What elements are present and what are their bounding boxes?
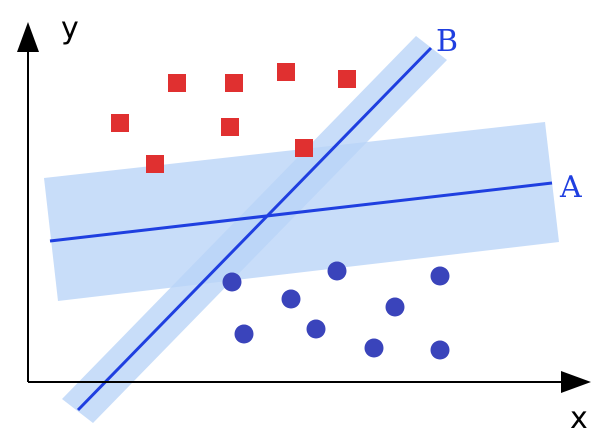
circle-point [385, 297, 405, 317]
square-point [221, 118, 239, 136]
circle-point [327, 261, 347, 281]
circle-point [222, 272, 242, 292]
line-a [49, 181, 553, 243]
square-point [146, 155, 164, 173]
line-a-label: A [559, 170, 582, 205]
square-point [295, 139, 313, 157]
line-b-label: B [436, 24, 458, 59]
circle-point [430, 340, 450, 360]
circle-point [364, 338, 384, 358]
square-point [225, 74, 243, 92]
circle-point [430, 266, 450, 286]
y-axis [17, 22, 39, 382]
circle-point [306, 319, 326, 339]
square-point [338, 70, 356, 88]
circle-point [234, 324, 254, 344]
x-axis-label: x [570, 401, 588, 436]
line-b [76, 46, 433, 412]
y-axis-label: y [61, 11, 79, 46]
square-point [111, 114, 129, 132]
square-point [168, 74, 186, 92]
circle-point [281, 289, 301, 309]
square-points [111, 63, 356, 173]
x-axis [28, 371, 591, 393]
square-point [277, 63, 295, 81]
circle-points [222, 261, 450, 360]
